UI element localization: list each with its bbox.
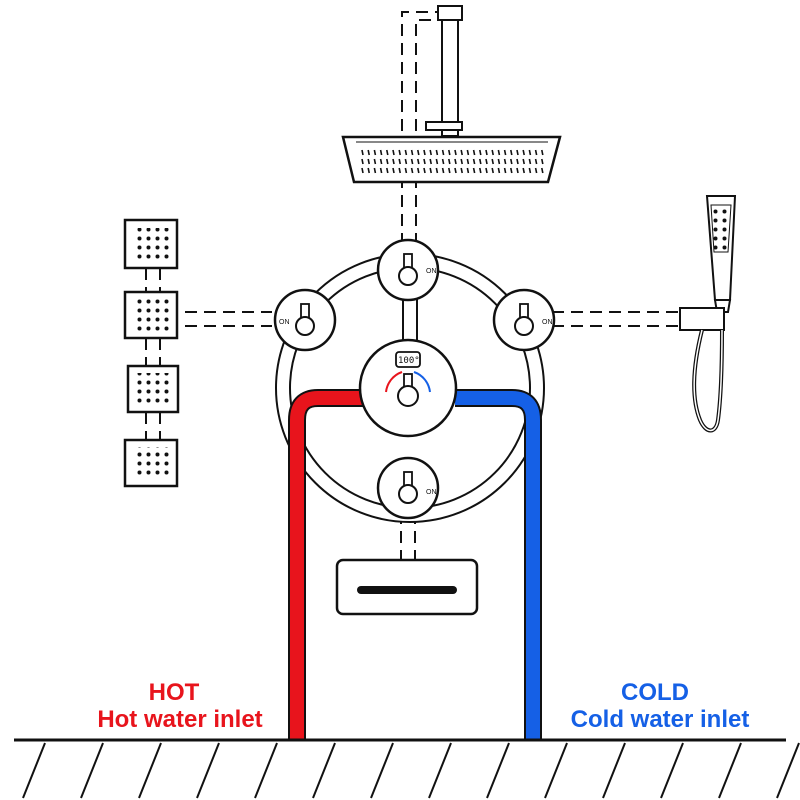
valve-bottom: ON [376, 456, 440, 520]
valve-left: ON [273, 288, 337, 352]
rain-shower-head [341, 5, 562, 184]
hot-subtitle: Hot water inlet [97, 706, 262, 733]
valve-left-on-label: ON [279, 319, 290, 326]
cold-title: COLD [621, 679, 689, 706]
cold-water-pipe [455, 389, 542, 740]
hand-shower [679, 195, 737, 433]
valve-right-on-label: ON [542, 319, 553, 326]
rain-nozzles [361, 149, 544, 174]
cold-subtitle: Cold water inlet [571, 706, 750, 733]
floor [14, 738, 800, 799]
thermostatic-mixer: 100° [358, 338, 458, 438]
valve-top: ON [376, 238, 440, 302]
valve-top-on-label: ON [426, 268, 437, 275]
valve-bottom-on-label: ON [426, 489, 437, 496]
valve-right: ON [492, 288, 556, 352]
body-jets [123, 218, 180, 488]
hot-title: HOT [149, 679, 200, 706]
temperature-display: 100° [398, 356, 420, 366]
tub-spout [335, 558, 479, 616]
hot-water-pipe [288, 389, 365, 740]
